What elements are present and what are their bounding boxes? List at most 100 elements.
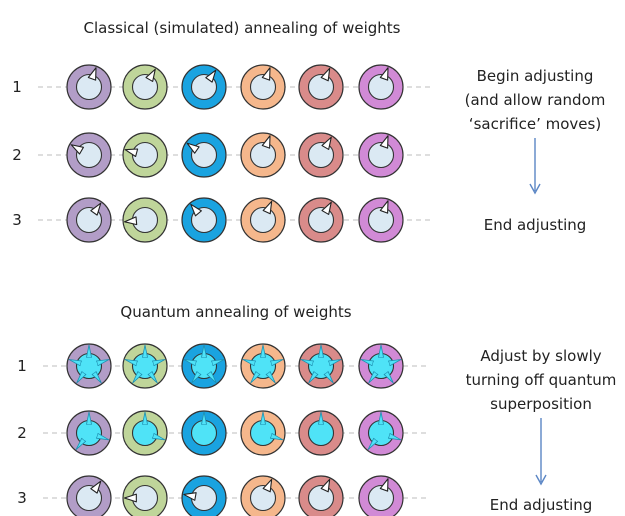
weight-dial <box>66 132 112 178</box>
superposition-spoke <box>124 359 138 367</box>
weight-dial <box>181 410 227 456</box>
weight-dial <box>240 132 286 178</box>
needle <box>321 136 332 150</box>
superposition-spoke <box>91 371 102 384</box>
weight-dial <box>122 197 168 243</box>
weight-dial <box>122 475 168 516</box>
superposition-spoke <box>269 433 284 441</box>
weight-dial <box>66 197 112 243</box>
weight-dial <box>298 343 344 389</box>
needle <box>261 135 271 149</box>
superposition-spoke <box>328 359 342 367</box>
superposition-spoke <box>318 411 324 425</box>
superposition-spoke <box>308 371 319 384</box>
quantum-begin-line-3: superposition <box>490 395 592 413</box>
quantum-row: 3 <box>17 475 430 516</box>
weight-dial <box>122 132 168 178</box>
needle <box>123 493 137 503</box>
quantum-arrowhead <box>535 474 547 486</box>
weight-dial <box>358 132 404 178</box>
dial-core <box>249 206 277 234</box>
superposition-spoke <box>300 359 314 367</box>
needle <box>261 67 271 81</box>
needle <box>320 67 331 82</box>
superposition-spoke <box>96 359 110 367</box>
dial-core <box>367 141 395 169</box>
dial-core-fill <box>254 357 272 375</box>
weight-dial <box>181 475 227 516</box>
needle <box>70 144 84 155</box>
weight-dial <box>66 64 112 110</box>
weight-dial <box>181 343 227 389</box>
needle <box>124 216 138 226</box>
weight-dial <box>66 475 112 516</box>
dial-core <box>367 206 395 234</box>
weight-dial <box>240 64 286 110</box>
superposition-spoke <box>378 411 384 425</box>
needle <box>320 478 331 493</box>
dial-core-fill <box>254 424 272 442</box>
weight-dial <box>298 475 344 516</box>
weight-dial <box>181 64 227 110</box>
dial-core <box>249 484 277 512</box>
superposition-spoke <box>318 344 324 358</box>
superposition-spoke <box>191 371 202 384</box>
quantum-begin-line-1: Adjust by slowly <box>480 347 601 365</box>
superposition-spoke <box>95 433 110 441</box>
weight-dial <box>298 132 344 178</box>
superposition-spoke <box>260 411 266 425</box>
needle <box>379 200 389 214</box>
superposition-spoke <box>183 359 197 367</box>
superposition-spoke <box>142 411 148 425</box>
needle <box>205 69 217 83</box>
dial-core <box>307 484 335 512</box>
superposition-spoke <box>86 344 92 358</box>
superposition-spoke <box>152 359 166 367</box>
dial-core-fill <box>195 357 213 375</box>
weight-dial <box>122 410 168 456</box>
classical-title: Classical (simulated) annealing of weigh… <box>84 19 401 37</box>
row-label: 1 <box>12 78 22 96</box>
weight-dial <box>122 64 168 110</box>
dial-core-fill <box>80 424 98 442</box>
superposition-spoke <box>360 359 374 367</box>
classical-row: 3 <box>12 197 430 243</box>
classical-begin-line-3: ‘sacrifice’ moves) <box>469 115 601 133</box>
needle <box>145 68 156 82</box>
weight-dial <box>240 343 286 389</box>
dial-core-fill <box>195 424 213 442</box>
dial-core-fill <box>80 357 98 375</box>
dial-core <box>367 484 395 512</box>
needle <box>87 67 97 81</box>
dial-core-fill <box>372 357 390 375</box>
quantum-row: 1 <box>17 343 430 389</box>
superposition-spoke <box>201 344 207 358</box>
dial-core-fill <box>312 424 330 442</box>
needle <box>190 203 202 217</box>
quantum-begin-line-2: turning off quantum <box>466 371 617 389</box>
needle <box>90 202 102 216</box>
dial-core <box>249 73 277 101</box>
superposition-spoke <box>367 437 379 450</box>
superposition-spoke <box>86 411 92 425</box>
superposition-spoke <box>68 359 82 367</box>
dial-core-fill <box>136 424 154 442</box>
superposition-spoke <box>201 411 207 425</box>
weight-dial <box>181 132 227 178</box>
weight-dial <box>66 343 112 389</box>
needle <box>90 480 102 494</box>
superposition-spoke <box>242 359 256 367</box>
row-label: 2 <box>12 146 22 164</box>
superposition-spoke <box>270 359 284 367</box>
needle <box>262 478 273 493</box>
classical-row: 1 <box>12 64 430 110</box>
weight-dial <box>358 197 404 243</box>
needle <box>124 148 139 158</box>
superposition-spoke <box>388 359 402 367</box>
weight-dial <box>240 410 286 456</box>
weight-dial <box>240 197 286 243</box>
needle <box>321 201 332 215</box>
dial-core <box>249 141 277 169</box>
classical-begin-line-1: Begin adjusting <box>477 67 594 85</box>
